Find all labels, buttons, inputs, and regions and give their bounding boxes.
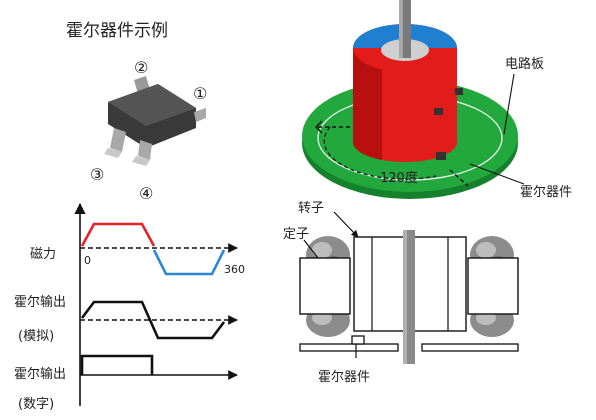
hall-label-section: 霍尔器件 <box>318 370 370 385</box>
rotor-leader <box>333 211 359 238</box>
stator-winding-left <box>299 236 351 337</box>
axis-end-label: 360 <box>224 263 245 276</box>
hall-label-3d: 霍尔器件 <box>520 185 572 200</box>
pin-4-label: ④ <box>139 184 153 203</box>
pin-2-label: ② <box>134 58 148 77</box>
pin-1-label: ① <box>193 84 207 103</box>
analog-output-curve <box>80 300 226 340</box>
hall-leader-3d <box>469 163 525 185</box>
motor-cross-section <box>299 211 519 364</box>
hall-chip-section <box>351 335 365 345</box>
analog-label-line2: (模拟) <box>18 329 54 344</box>
magnetic-north-curve <box>80 222 156 247</box>
stator-winding-right <box>467 236 519 337</box>
axis-start-label: 0 <box>84 254 91 267</box>
magnetic-label: 磁力 <box>30 247 56 262</box>
stator-core-right <box>467 257 519 315</box>
stator-leader <box>303 239 319 259</box>
hall-chip-c <box>455 88 463 95</box>
pcb-leader <box>503 73 515 135</box>
angle-label: 120度 <box>380 170 418 186</box>
pcb-bar-right <box>421 343 519 352</box>
rotor-label: 转子 <box>298 201 324 216</box>
sensor-assembly-3d <box>302 0 525 199</box>
waveform-panel <box>74 202 238 406</box>
digital-label-line1: 霍尔输出 <box>14 366 66 382</box>
digital-output-curve <box>80 354 154 375</box>
hall-chip-a <box>436 152 446 160</box>
pcb-label: 电路板 <box>505 56 544 72</box>
diagram-title: 霍尔器件示例 <box>66 21 168 41</box>
analog-label-line1: 霍尔输出 <box>14 294 66 310</box>
hall-chip-b <box>434 108 443 115</box>
pin-3-label: ③ <box>90 165 104 184</box>
pcb-bar-left <box>299 343 399 352</box>
stator-core-left <box>299 257 351 315</box>
digital-label-line2: (数字) <box>18 397 54 412</box>
stator-label: 定子 <box>283 227 309 242</box>
hall-ic-package <box>104 76 206 166</box>
magnetic-south-curve <box>152 249 226 276</box>
